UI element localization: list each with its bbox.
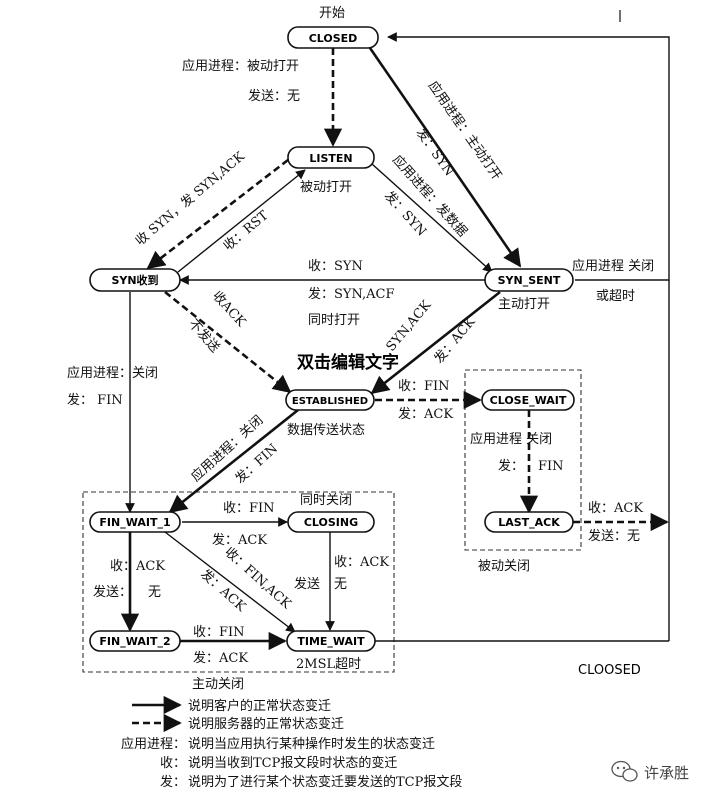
active-close-group-box	[82, 491, 395, 673]
legend-send-desc: 说明为了进行某个状态变迁要发送的TCP报文段	[188, 774, 462, 790]
state-established: ESTABLISHED	[285, 389, 375, 411]
passive-open-app-label: 应用进程：被动打开	[182, 58, 299, 74]
close-wait-app-close-label: 应用进程 关闭	[470, 431, 552, 447]
start-label: 开始	[319, 6, 345, 21]
send-syn-acf-label: 发：SYN,ACF	[308, 286, 395, 302]
data-transfer-caption: 数据传送状态	[287, 423, 365, 438]
state-time-wait-label: TIME_WAIT	[297, 635, 365, 648]
edge-finwait1-timewait	[164, 531, 296, 633]
passive-close-caption: 被动关闭	[478, 559, 530, 574]
edge-listen-synsent	[371, 163, 493, 273]
active-close-caption: 主动关闭	[192, 677, 244, 692]
state-closing-label: CLOSING	[304, 516, 358, 529]
fw1-recv-fin-label: 收：FIN	[223, 501, 275, 516]
legend-app-desc: 说明当应用执行某种操作时发生的状态变迁	[188, 736, 435, 752]
state-closing: CLOSING	[287, 511, 375, 533]
state-established-label: ESTABLISHED	[292, 396, 368, 407]
state-last-ack: LAST_ACK	[484, 511, 574, 533]
fw1-send-ack-label: 发：ACK	[212, 532, 267, 548]
state-fin-wait-2-label: FIN_WAIT_2	[99, 635, 170, 648]
legend-send-key: 发：	[160, 774, 186, 790]
edge-synsent-established	[370, 290, 501, 395]
recv-syn-label: 收：SYN	[308, 259, 363, 274]
closing-send-none-value: 无	[334, 577, 347, 592]
edge-listen-synrcvd	[146, 158, 289, 270]
recv-fin-label: 收：FIN	[398, 379, 450, 394]
passive-close-group-box	[464, 369, 582, 551]
passive-open-send-label: 发送：无	[248, 88, 300, 104]
msl-caption: 2MSL超时	[296, 657, 361, 672]
state-fin-wait-1: FIN_WAIT_1	[89, 511, 181, 533]
fw1-send-none-value: 无	[148, 585, 161, 600]
edge-synrcvd-established	[164, 290, 292, 394]
state-fin-wait-1-label: FIN_WAIT_1	[99, 516, 170, 529]
fw1-send-none-label: 发送：	[93, 584, 132, 600]
state-listen-label: LISTEN	[309, 152, 352, 165]
fw2-send-ack-label: 发：ACK	[193, 650, 248, 666]
edit-text-overlay[interactable]: 双击编辑文字	[297, 352, 399, 373]
close-wait-send-label: 发：	[498, 458, 524, 474]
fw1-recv-ack-label: 收：ACK	[110, 559, 165, 574]
active-open-send-syn-label: 发：SYN	[413, 125, 458, 179]
last-ack-recv-ack-label: 收：ACK	[588, 501, 643, 516]
legend-app-key: 应用进程：	[121, 736, 186, 752]
send-ack-est-label: 发：ACK	[398, 406, 453, 422]
simultaneous-close-caption: 同时关闭	[300, 493, 352, 508]
app-close-timeout-1-label: 应用进程 关闭	[572, 258, 654, 274]
simultaneous-open-label: 同时打开	[308, 313, 360, 328]
legend-recv-desc: 说明当收到TCP报文段时状态的变迁	[188, 755, 397, 771]
closing-send-none-label: 发送	[294, 576, 320, 592]
legend-dashed-desc: 说明服务器的正常状态变迁	[188, 716, 344, 732]
recv-ack-label: 收ACK	[209, 289, 248, 330]
state-last-ack-label: LAST_ACK	[498, 516, 560, 529]
state-syn-sent: SYN_SENT	[484, 268, 574, 292]
active-open-caption: 主动打开	[498, 297, 550, 312]
state-closed-label: CLOSED	[309, 32, 358, 45]
state-close-wait-label: CLOSE_WAIT	[490, 394, 567, 407]
legend-solid-desc: 说明客户的正常状态变迁	[188, 698, 331, 714]
edge-closed-synsent	[368, 47, 522, 268]
app-close-left-label: 应用进程：关闭	[67, 365, 158, 381]
state-listen: LISTEN	[287, 146, 375, 169]
last-ack-send-none-label: 发送：无	[588, 528, 640, 544]
app-send-data-label: 应用进程：发数据	[389, 152, 470, 240]
legend-recv-key: 收：	[160, 756, 186, 771]
app-close-timeout-2-label: 或超时	[596, 289, 635, 304]
close-wait-fin-label: FIN	[538, 459, 564, 474]
cloosed-label: CLOOSED	[578, 663, 641, 678]
state-closed: CLOSED	[287, 26, 379, 49]
watermark-author: 许承胜	[644, 764, 689, 782]
state-syn-rcvd: SYN收到	[89, 268, 181, 292]
state-fin-wait-2: FIN_WAIT_2	[89, 630, 181, 652]
edge-synsent-closed	[387, 32, 670, 281]
edge-synrcvd-listen	[177, 169, 306, 273]
fw2-recv-fin-label: 收：FIN	[193, 625, 245, 640]
listen-caption: 被动打开	[300, 180, 352, 195]
wechat-chat-icon	[611, 760, 638, 782]
syn-ack-label: SYN,ACK	[384, 298, 435, 355]
state-close-wait: CLOSE_WAIT	[481, 389, 575, 411]
state-syn-sent-label: SYN_SENT	[498, 274, 561, 287]
state-time-wait: TIME_WAIT	[286, 630, 376, 652]
closing-recv-ack-label: 收：ACK	[334, 555, 389, 570]
edge-established-finwait1	[168, 408, 299, 514]
send-fin-left-label: 发： FIN	[67, 392, 123, 408]
state-syn-rcvd-label: SYN收到	[111, 273, 158, 287]
